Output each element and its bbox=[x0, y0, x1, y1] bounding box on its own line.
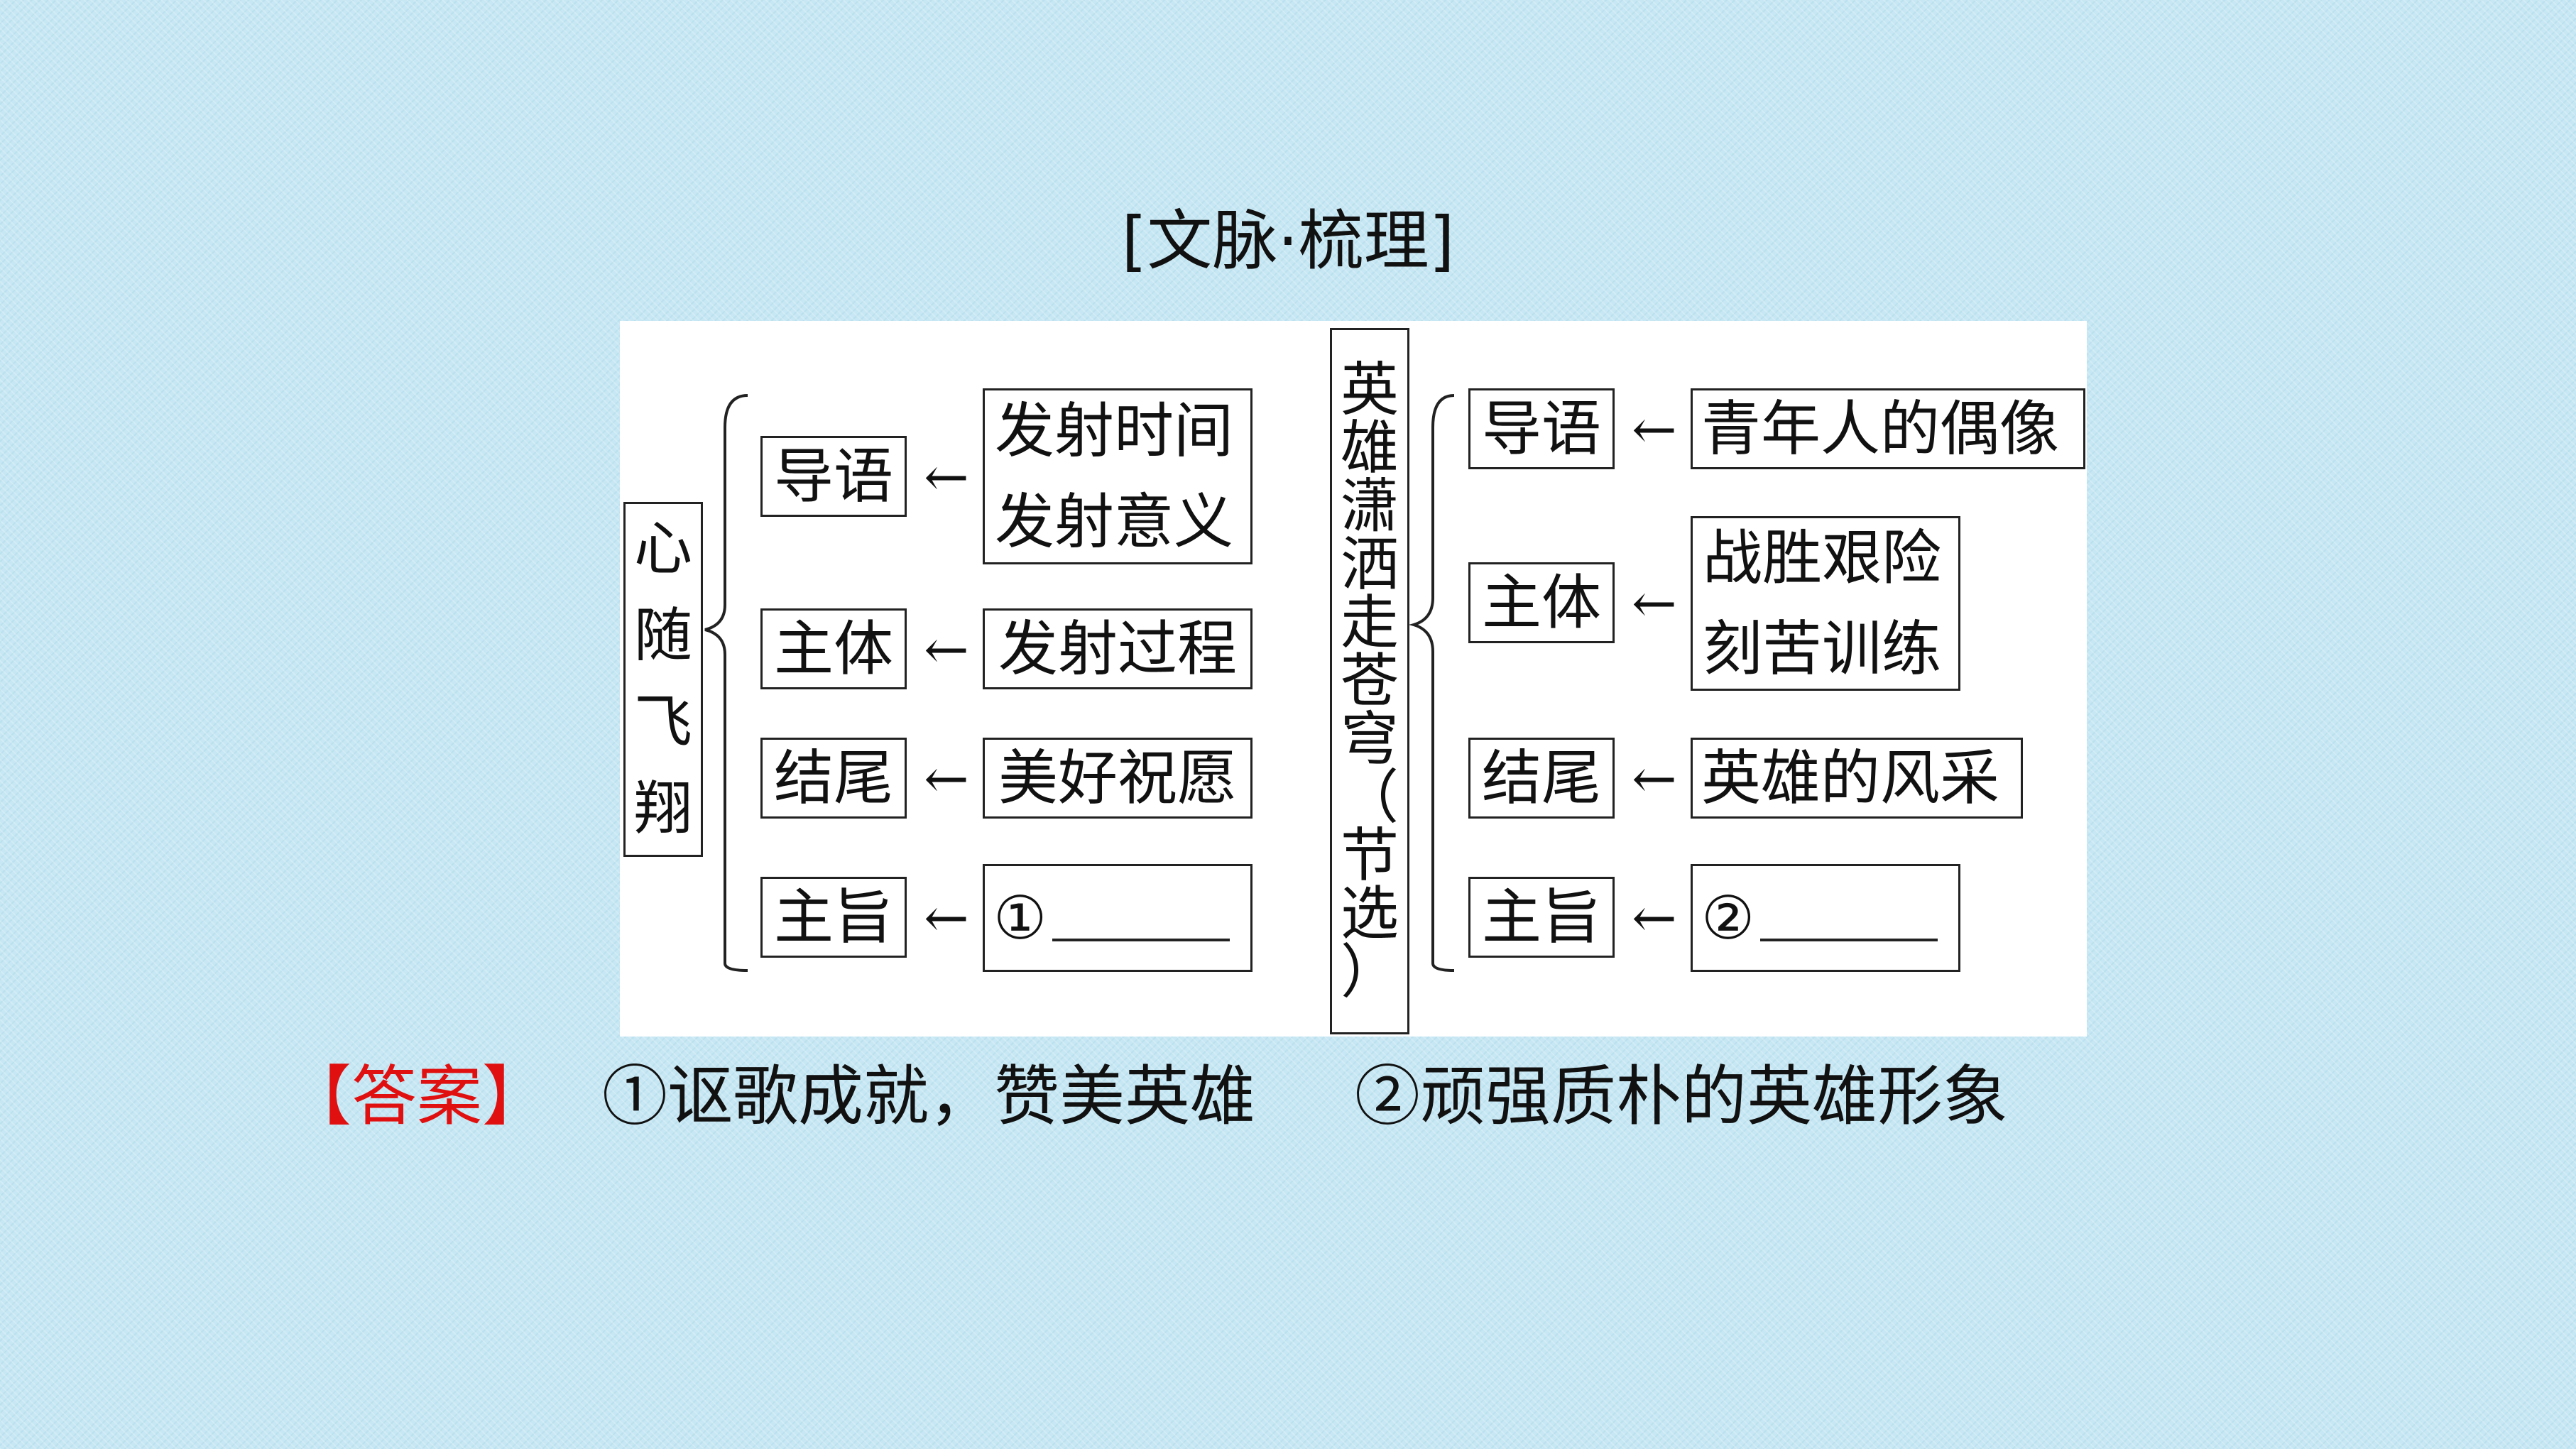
right-label-zhuzhi: 主旨 bbox=[1468, 877, 1615, 958]
right-root-char: 苍 bbox=[1340, 647, 1399, 715]
left-label-daoyu: 导语 bbox=[760, 436, 907, 517]
left-content-daoyu: 发射时间 发射意义 bbox=[983, 388, 1252, 564]
structure-diagram: 心 随 飞 翔 导语 ← 发射时间 发射意义 主体 ← 发射过程 结尾 ← 美好… bbox=[620, 321, 2087, 1037]
section-title: [文脉·梳理] bbox=[1121, 203, 1455, 279]
left-arrow-jiewei: ← bbox=[924, 747, 969, 810]
right-arrow-zhuti: ← bbox=[1632, 572, 1677, 635]
answer-blank bbox=[1052, 895, 1230, 941]
left-arrow-zhuti: ← bbox=[924, 618, 969, 681]
left-root-char: 飞 bbox=[633, 689, 692, 756]
right-root-char: 潇 bbox=[1340, 472, 1399, 540]
left-label-jiewei: 结尾 bbox=[760, 738, 907, 819]
left-label-zhuzhi: 主旨 bbox=[760, 877, 907, 958]
right-label-zhuti: 主体 bbox=[1468, 562, 1615, 643]
right-root-char: 雄 bbox=[1340, 414, 1399, 482]
right-arrow-jiewei: ← bbox=[1632, 747, 1677, 810]
right-label-daoyu: 导语 bbox=[1468, 388, 1615, 469]
left-root-box: 心 随 飞 翔 bbox=[623, 502, 703, 857]
right-root-char: 穹 bbox=[1340, 705, 1399, 773]
right-content-zhuti: 战胜艰险 刻苦训练 bbox=[1691, 516, 1960, 691]
right-root-char: （ bbox=[1340, 763, 1399, 831]
right-content-zhuzhi: ② bbox=[1691, 864, 1960, 972]
blank-marker: ① bbox=[993, 882, 1047, 953]
content-line: 发射时间 bbox=[995, 396, 1234, 466]
left-arrow-daoyu: ← bbox=[924, 445, 969, 508]
right-root-char: 走 bbox=[1340, 589, 1399, 657]
left-root-char: 随 bbox=[633, 602, 692, 669]
content-line: 战胜艰险 bbox=[1703, 523, 1942, 593]
right-content-jiewei: 英雄的风采 bbox=[1691, 738, 2023, 819]
answer-blank bbox=[1760, 895, 1938, 941]
diagram-braces bbox=[704, 394, 1455, 972]
answer-item-1: ①讴歌成就，赞美英雄 bbox=[602, 1059, 1256, 1134]
answer-item-2: ②顽强质朴的英雄形象 bbox=[1355, 1059, 2009, 1134]
right-arrow-daoyu: ← bbox=[1632, 398, 1677, 461]
right-root-char: ） bbox=[1340, 938, 1399, 1006]
content-line: 发射意义 bbox=[995, 487, 1234, 557]
right-root-char: 英 bbox=[1340, 356, 1399, 424]
right-root-char: 选 bbox=[1340, 880, 1399, 948]
left-brace bbox=[704, 394, 748, 972]
left-arrow-zhuzhi: ← bbox=[924, 886, 969, 949]
answer-label: 【答案】 bbox=[286, 1059, 548, 1134]
right-arrow-zhuzhi: ← bbox=[1632, 886, 1677, 949]
left-content-zhuzhi: ① bbox=[983, 864, 1252, 972]
right-root-box: 英 雄 潇 洒 走 苍 穹 （ 节 选 ） bbox=[1330, 328, 1409, 1034]
left-root-char: 翔 bbox=[633, 775, 692, 843]
right-root-char: 节 bbox=[1340, 821, 1399, 890]
right-brace bbox=[1408, 394, 1455, 972]
blank-marker: ② bbox=[1701, 882, 1755, 953]
left-label-zhuti: 主体 bbox=[760, 608, 907, 689]
content-line: 刻苦训练 bbox=[1703, 614, 1942, 684]
right-label-jiewei: 结尾 bbox=[1468, 738, 1615, 819]
left-content-jiewei: 美好祝愿 bbox=[983, 738, 1252, 819]
right-root-char: 洒 bbox=[1340, 530, 1399, 598]
right-content-daoyu: 青年人的偶像 bbox=[1691, 388, 2085, 469]
left-root-char: 心 bbox=[633, 515, 692, 583]
left-content-zhuti: 发射过程 bbox=[983, 608, 1252, 689]
